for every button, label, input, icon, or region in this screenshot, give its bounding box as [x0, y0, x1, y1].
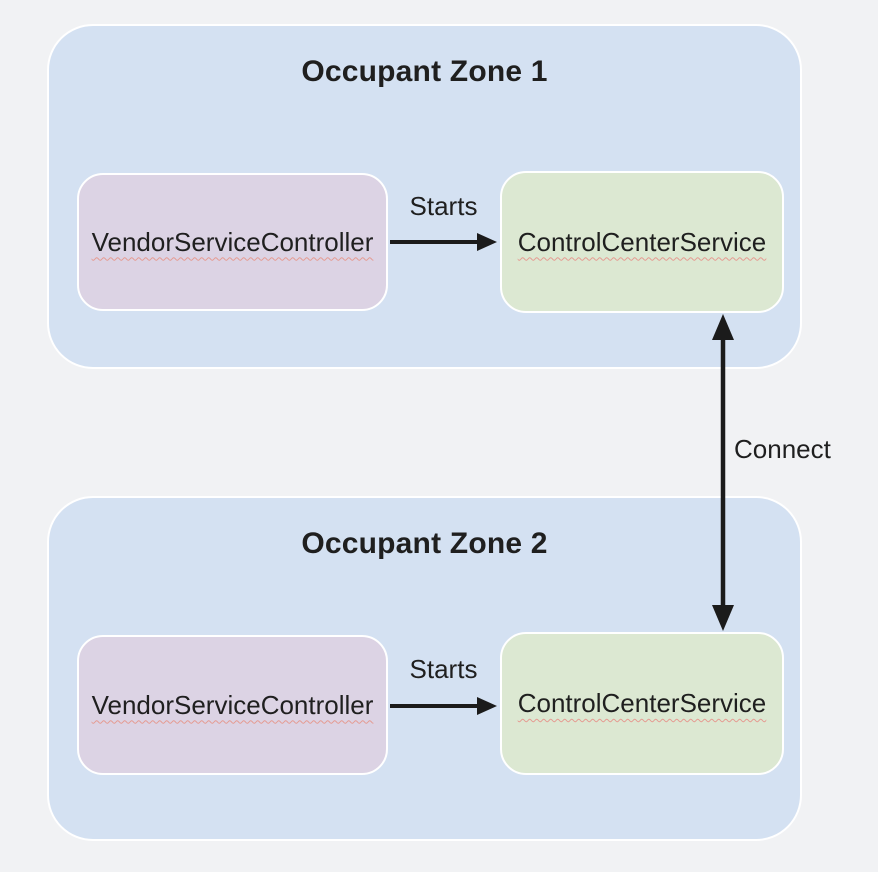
- zone2-starts-edge-label: Starts: [409, 654, 478, 684]
- zone1-starts-edge-label: Starts: [409, 191, 478, 221]
- zone1-control-center-service-label: ControlCenterService: [517, 226, 767, 257]
- zone2-control-center-service-node: ControlCenterService: [500, 632, 784, 775]
- occupant-zone-1-title: Occupant Zone 1: [301, 55, 548, 88]
- zone2-vendor-service-controller-label: VendorServiceController: [91, 689, 374, 720]
- zone1-vendor-service-controller-label: VendorServiceController: [91, 226, 374, 257]
- zone1-vendor-service-controller-node: VendorServiceController: [77, 173, 388, 311]
- zone1-control-center-service-node: ControlCenterService: [500, 171, 784, 313]
- occupant-zone-2-title: Occupant Zone 2: [301, 527, 548, 560]
- connect-edge-label: Connect: [734, 434, 831, 464]
- zone2-control-center-service-label: ControlCenterService: [517, 688, 767, 718]
- zone2-vendor-service-controller-node: VendorServiceController: [77, 635, 388, 775]
